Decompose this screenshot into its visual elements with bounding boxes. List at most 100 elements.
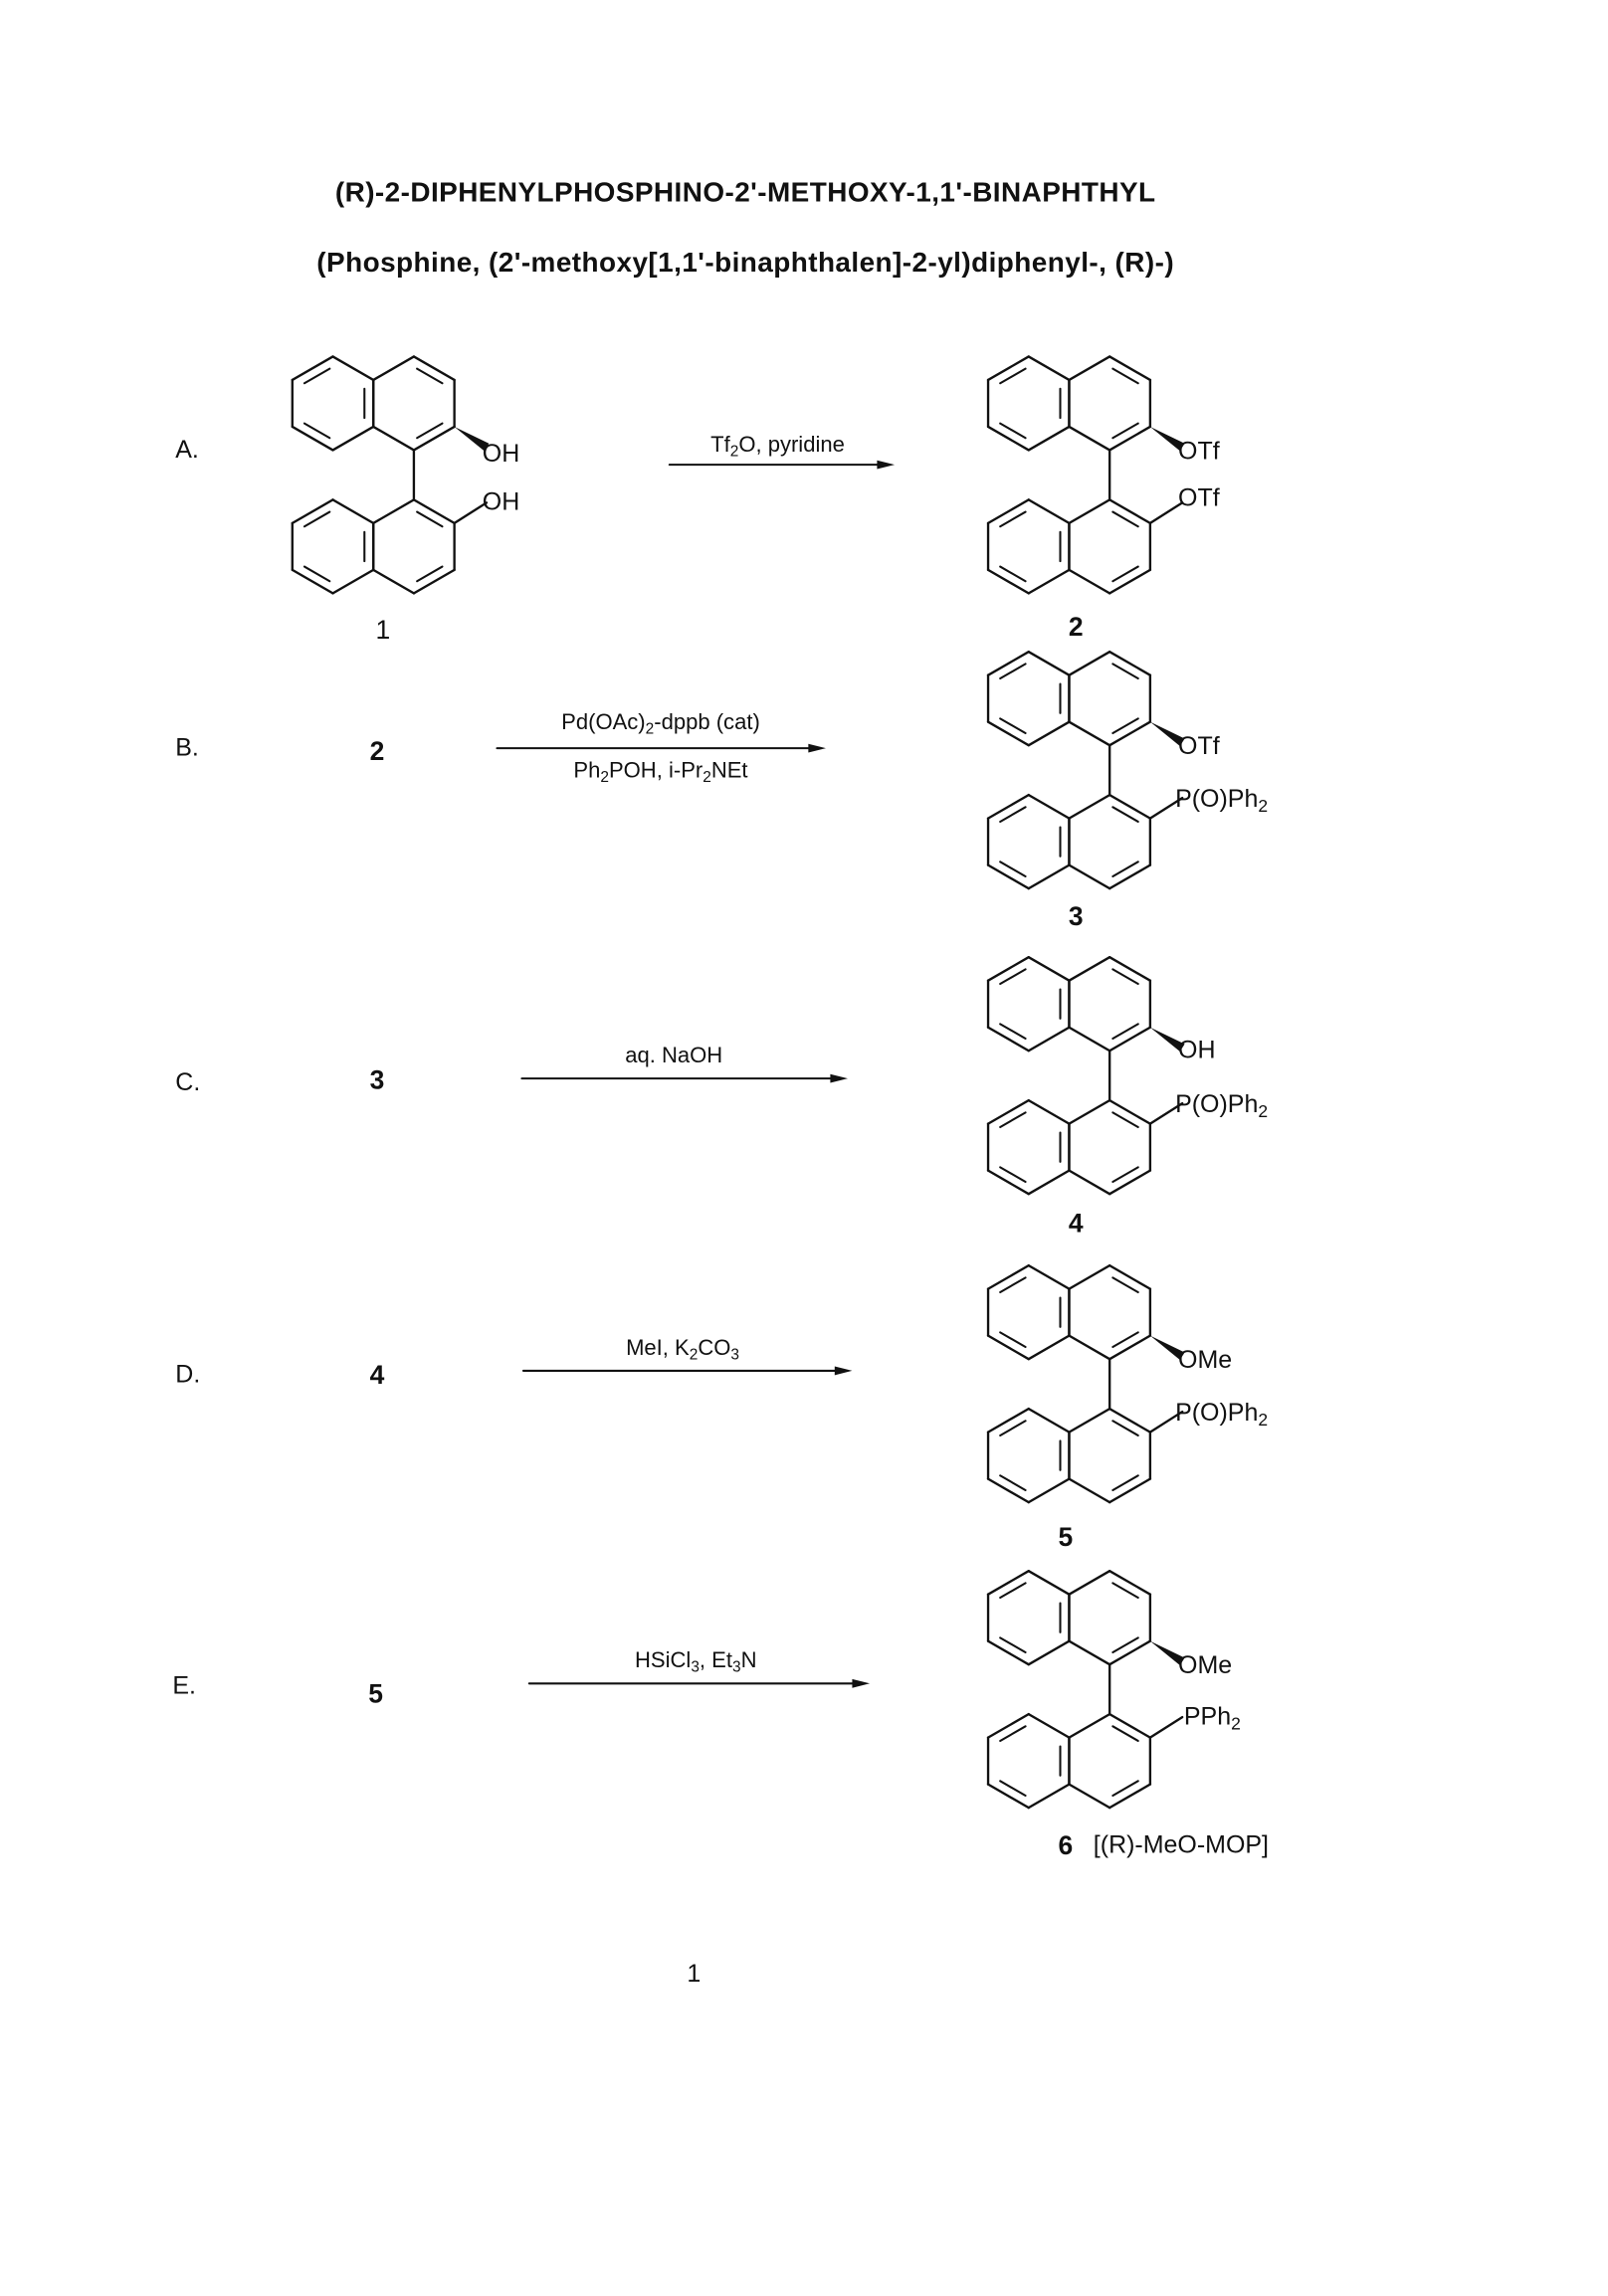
ring-bond — [1107, 1712, 1152, 1739]
aromatic-bond — [999, 510, 1027, 528]
ring-bond — [1027, 1263, 1071, 1290]
start-compound-b: 2 — [369, 736, 385, 766]
aromatic-bond — [1111, 1331, 1139, 1349]
ring-bond — [986, 793, 1030, 820]
reagent-d: MeI, K2CO3 — [626, 1335, 739, 1364]
ring-bond — [331, 568, 375, 595]
step-label-c: C. — [175, 1067, 201, 1096]
aromatic-bond — [1111, 1166, 1139, 1184]
arrowhead-icon — [808, 743, 826, 753]
ring-bond — [1107, 1334, 1152, 1361]
compound-6-bottom-substituent: PPh2 — [1183, 1702, 1241, 1735]
ring-bond — [1107, 1098, 1152, 1125]
aromatic-bond — [416, 565, 444, 583]
step-label-e: E. — [172, 1671, 196, 1700]
ring-bond — [986, 1026, 1030, 1052]
ring-bond — [1107, 425, 1152, 452]
compound-number-6: 6 — [1058, 1830, 1074, 1861]
aromatic-bond — [1111, 1474, 1139, 1491]
ring-bond — [1027, 1569, 1071, 1596]
ring-bond — [1068, 1569, 1111, 1596]
aromatic-bond — [1111, 565, 1139, 583]
ring-bond — [986, 1477, 1030, 1504]
aromatic-bond — [1111, 1780, 1139, 1798]
ring-bond — [1027, 355, 1071, 382]
substituent-bond — [1148, 1715, 1184, 1739]
aromatic-bond — [999, 1636, 1027, 1654]
aromatic-bond — [1111, 806, 1139, 824]
ring-bond — [1068, 720, 1111, 747]
ring-bond — [1068, 1098, 1111, 1125]
aromatic-bond — [999, 806, 1027, 824]
step-label-d: D. — [175, 1360, 201, 1389]
aromatic-bond — [999, 1474, 1027, 1491]
reagent-c: aq. NaOH — [625, 1043, 723, 1068]
ring-bond — [1107, 1407, 1152, 1434]
step-label-b: B. — [175, 733, 199, 762]
aromatic-bond — [999, 422, 1027, 440]
compound-6-name: [(R)-MeO-MOP] — [1093, 1830, 1270, 1859]
start-compound-d: 4 — [369, 1360, 385, 1391]
ring-bond — [1068, 1783, 1111, 1810]
ring-bond — [1107, 1169, 1152, 1196]
aromatic-bond — [1111, 510, 1139, 528]
ring-bond — [1107, 1639, 1152, 1666]
aromatic-bond — [302, 422, 331, 440]
ring-bond — [1107, 1569, 1152, 1596]
substituent-bond — [1148, 501, 1184, 525]
aromatic-bond — [999, 1331, 1027, 1349]
start-compound-e: 5 — [368, 1678, 383, 1709]
ring-bond — [412, 355, 456, 382]
ring-bond — [1107, 1477, 1152, 1504]
ring-bond — [1027, 1334, 1071, 1361]
aromatic-bond — [1111, 1582, 1139, 1600]
ring-bond — [986, 1569, 1030, 1596]
aromatic-bond — [999, 565, 1027, 583]
ring-bond — [1068, 1263, 1111, 1290]
aromatic-bond — [302, 565, 331, 583]
page-number: 1 — [687, 1959, 702, 1988]
aromatic-bond — [999, 367, 1027, 385]
aromatic-bond — [999, 1166, 1027, 1184]
ring-bond — [1068, 355, 1111, 382]
ring-bond — [986, 863, 1030, 890]
ring-bond — [1068, 863, 1111, 890]
arrowhead-icon — [852, 1678, 871, 1688]
ring-bond — [1068, 1169, 1111, 1196]
aromatic-bond — [999, 1582, 1027, 1600]
page-subtitle: (Phosphine, (2'-methoxy[1,1'-binaphthale… — [316, 248, 1175, 280]
ring-bond — [1107, 956, 1152, 982]
ring-bond — [986, 1407, 1030, 1434]
compound-number-5: 5 — [1058, 1522, 1074, 1553]
ring-bond — [1068, 793, 1111, 820]
aromatic-bond — [416, 510, 444, 528]
ring-bond — [1107, 650, 1152, 676]
ring-bond — [1027, 568, 1071, 595]
aromatic-bond — [999, 663, 1027, 680]
ring-bond — [1027, 1783, 1071, 1810]
aromatic-bond — [999, 1780, 1027, 1798]
ring-bond — [1027, 1026, 1071, 1052]
wedge-bond — [1149, 1640, 1185, 1665]
ring-bond — [1107, 1783, 1152, 1810]
ring-bond — [1027, 1407, 1071, 1434]
ring-bond — [1107, 863, 1152, 890]
compound-5-top-substituent: OMe — [1178, 1345, 1233, 1374]
ring-bond — [1027, 1098, 1071, 1125]
aromatic-bond — [1111, 1111, 1139, 1129]
compound-4-bottom-substituent: P(O)Ph2 — [1175, 1089, 1269, 1122]
aromatic-bond — [302, 367, 331, 385]
ring-bond — [291, 425, 334, 452]
aromatic-bond — [1111, 422, 1139, 440]
start-compound-c: 3 — [369, 1064, 385, 1095]
aromatic-bond — [999, 1023, 1027, 1041]
reagent-a: Tf2O, pyridine — [710, 432, 845, 461]
aromatic-bond — [999, 1111, 1027, 1129]
compound-number-2: 2 — [1068, 612, 1084, 642]
ring-bond — [1107, 1026, 1152, 1052]
ring-bond — [412, 425, 456, 452]
ring-bond — [1027, 863, 1071, 890]
wedge-bond — [1149, 426, 1185, 452]
aromatic-bond — [1111, 1725, 1139, 1743]
ring-bond — [986, 1098, 1030, 1125]
